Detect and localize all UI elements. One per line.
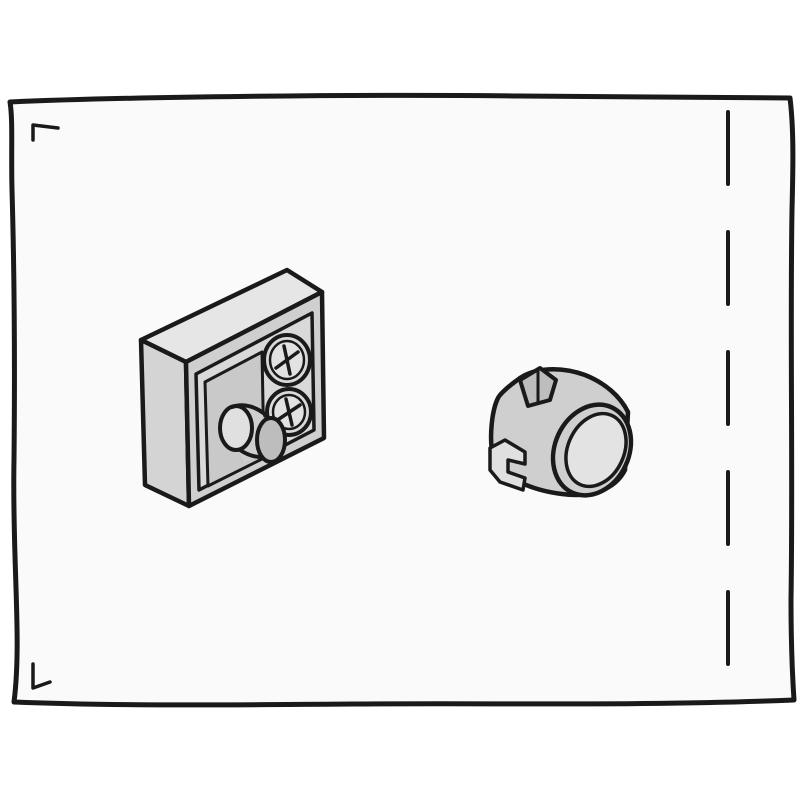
bag-outline [7,92,797,708]
screw-lower-icon [265,387,313,437]
catch-clip [488,438,527,492]
bag-icon [7,92,797,708]
screw-upper-icon [262,333,312,387]
catch-face [564,411,628,489]
bracket-left-face [138,337,192,509]
bag-crease-bottom-left [31,662,52,690]
catch-icon [488,366,634,498]
bag-crease-top-left [31,123,60,142]
bracket-icon [138,267,327,509]
pin-icon [218,403,287,464]
